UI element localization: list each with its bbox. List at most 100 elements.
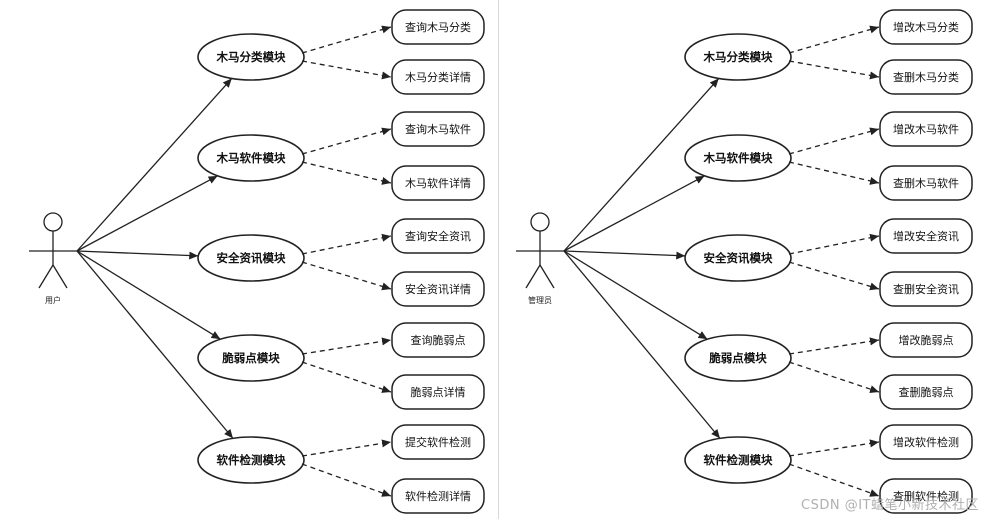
include-arrow	[788, 337, 880, 355]
use-case-box	[879, 111, 973, 147]
include-arrow	[788, 463, 880, 497]
use-case-label: 查删木马软件	[893, 176, 959, 190]
use-case-label: 查询木马软件	[405, 122, 471, 136]
use-case-box	[391, 165, 485, 201]
association-arrow	[563, 250, 708, 340]
user-diagram-canvas: 用户木马分类模块查询木马分类木马分类详情木马软件模块查询木马软件木马软件详情安全…	[29, 9, 485, 514]
actor-label: 管理员	[528, 295, 552, 305]
actor-figure	[516, 212, 564, 289]
use-case-box	[391, 424, 485, 460]
use-case-box	[879, 271, 973, 307]
use-case-box	[879, 165, 973, 201]
include-arrow	[788, 233, 880, 255]
association-arrow	[76, 250, 234, 439]
include-arrow	[301, 337, 392, 355]
use-case-box	[391, 478, 485, 514]
use-case-label: 查询脆弱点	[411, 333, 466, 347]
use-case-box	[879, 478, 973, 514]
use-case-label: 安全资讯详情	[405, 282, 471, 296]
include-arrow	[301, 25, 392, 54]
actor-right-leg	[52, 264, 68, 289]
module-label: 软件检测模块	[217, 453, 286, 467]
admin-use-case-diagram: 管理员木马分类模块增改木马分类查删木马分类木马软件模块增改木马软件查删木马软件安…	[499, 0, 987, 519]
association-arrow	[76, 250, 199, 260]
watermark: CSDN @IT蜡笔小新技术社区	[801, 498, 979, 513]
module-ellipse	[197, 436, 305, 484]
module-ellipse	[684, 334, 792, 382]
module-ellipse	[684, 134, 792, 182]
include-arrow	[788, 127, 880, 155]
use-case-label: 增改软件检测	[893, 435, 959, 449]
use-case-label: 脆弱点详情	[411, 385, 466, 399]
use-case-label: 木马软件详情	[405, 176, 471, 190]
use-case-box	[879, 322, 973, 358]
use-case-label: 木马分类详情	[405, 70, 471, 84]
use-case-box	[879, 424, 973, 460]
use-case-label: 查删软件检测	[893, 489, 959, 503]
actor-left-leg	[38, 264, 54, 289]
include-arrow	[301, 233, 392, 255]
actor-right-leg	[539, 264, 555, 289]
association-arrow	[76, 250, 221, 340]
include-arrow	[788, 161, 880, 185]
use-case-label: 增改木马分类	[893, 20, 959, 34]
use-case-label: 增改脆弱点	[899, 333, 954, 347]
use-case-box	[879, 218, 973, 254]
actor-figure	[29, 212, 77, 289]
use-case-label: 查删安全资讯	[893, 282, 959, 296]
include-arrow	[301, 261, 392, 291]
use-case-label: 增改木马软件	[893, 122, 959, 136]
association-arrow	[563, 250, 721, 439]
association-arrow	[563, 77, 720, 252]
use-case-box	[879, 9, 973, 45]
association-arrow	[76, 77, 233, 252]
module-label: 脆弱点模块	[221, 351, 280, 365]
include-arrow	[301, 439, 392, 457]
include-arrow	[788, 25, 880, 54]
module-label: 软件检测模块	[704, 453, 773, 467]
use-case-label: 软件检测详情	[405, 489, 471, 503]
use-case-label: 查删脆弱点	[899, 385, 954, 399]
module-label: 木马软件模块	[703, 151, 773, 165]
include-arrow	[788, 261, 880, 291]
include-arrow	[788, 439, 880, 457]
use-case-box	[391, 59, 485, 95]
include-arrow	[301, 361, 392, 393]
include-arrow	[301, 60, 392, 80]
actor-head	[530, 212, 550, 232]
use-case-box	[879, 59, 973, 95]
module-label: 安全资讯模块	[217, 251, 286, 265]
module-ellipse	[684, 234, 792, 282]
module-ellipse	[197, 33, 305, 81]
include-arrow	[301, 161, 392, 185]
user-use-case-diagram: 用户木马分类模块查询木马分类木马分类详情木马软件模块查询木马软件木马软件详情安全…	[29, 0, 499, 519]
module-ellipse	[684, 436, 792, 484]
module-label: 木马分类模块	[216, 50, 286, 64]
use-case-box	[391, 374, 485, 410]
actor-left-leg	[525, 264, 541, 289]
module-ellipse	[197, 134, 305, 182]
admin-diagram-canvas: 管理员木马分类模块增改木马分类查删木马分类木马软件模块增改木马软件查删木马软件安…	[516, 9, 973, 514]
association-arrow	[563, 175, 705, 252]
use-case-label: 查询安全资讯	[405, 229, 471, 243]
use-case-label: 提交软件检测	[405, 435, 471, 449]
use-case-label: 查询木马分类	[405, 20, 471, 34]
use-case-box	[391, 322, 485, 358]
use-case-box	[391, 218, 485, 254]
use-case-label: 查删木马分类	[893, 70, 959, 84]
include-arrow	[788, 60, 880, 80]
module-ellipse	[197, 334, 305, 382]
module-label: 安全资讯模块	[704, 251, 773, 265]
include-arrow	[301, 127, 392, 155]
use-case-box	[391, 271, 485, 307]
module-ellipse	[684, 33, 792, 81]
use-case-label: 增改安全资讯	[893, 229, 959, 243]
module-ellipse	[197, 234, 305, 282]
actor-label: 用户	[45, 295, 61, 305]
include-arrow	[301, 463, 392, 497]
include-arrow	[788, 361, 880, 393]
use-case-box	[391, 111, 485, 147]
use-case-box	[391, 9, 485, 45]
association-arrow	[76, 175, 218, 252]
module-label: 脆弱点模块	[708, 351, 767, 365]
